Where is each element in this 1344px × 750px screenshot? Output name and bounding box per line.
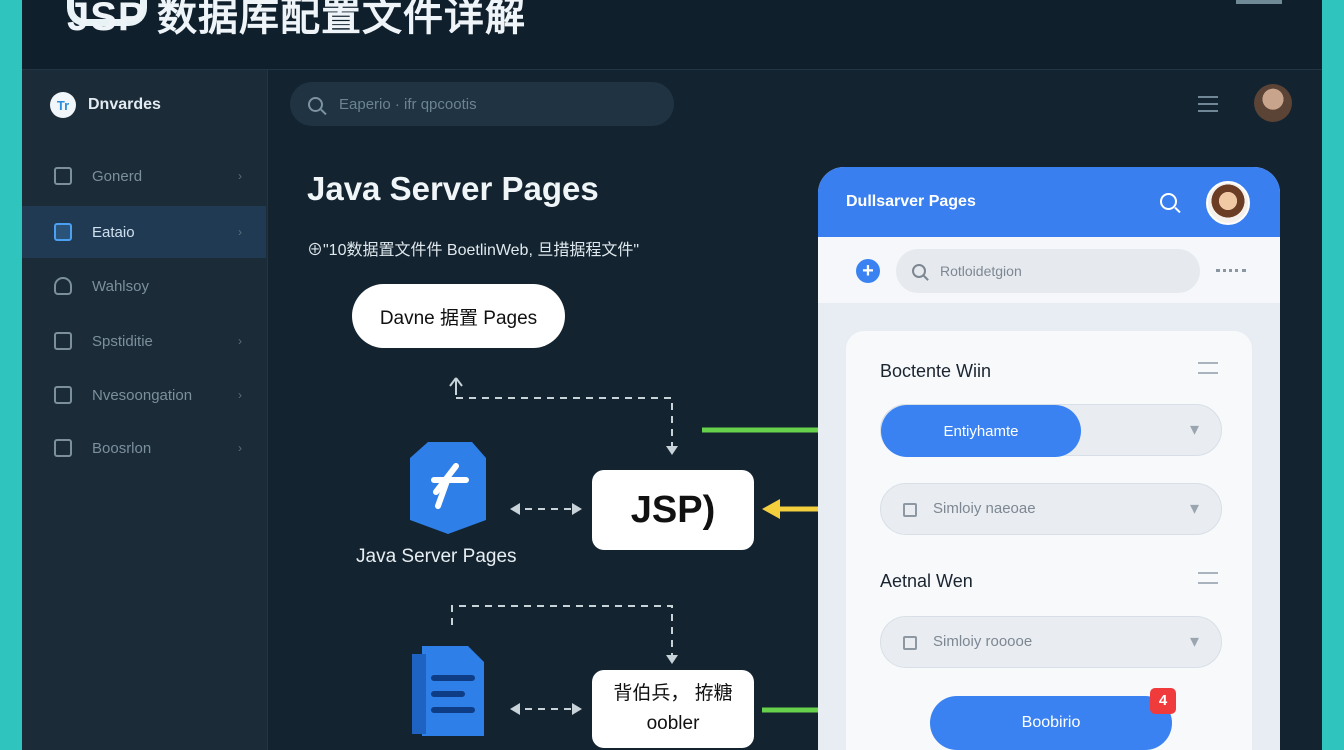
jsp-logo-label: Java Server Pages — [356, 546, 517, 567]
chevron-right-icon: › — [238, 225, 242, 239]
folder-icon — [54, 439, 72, 457]
chevron-down-icon: ▾ — [1189, 498, 1199, 518]
brand-name: Dnvardes — [88, 96, 161, 113]
chevron-down-icon: ▾ — [1189, 631, 1199, 651]
sidebar-item-gonerd[interactable]: Gonerd › — [22, 150, 266, 202]
select-label: Simloiy rooooe — [933, 633, 1033, 650]
panel-avatar[interactable] — [1206, 181, 1250, 225]
file-document-icon — [412, 646, 484, 736]
arrow-down-head-bottom — [666, 655, 678, 664]
title-banner: JSP 数据库配置文件详解 — [22, 0, 1322, 70]
avatar[interactable] — [1254, 84, 1292, 122]
sidebar-item-label: Spstiditie — [92, 332, 153, 350]
banner-title: JSP 数据库配置文件详解 — [67, 0, 526, 39]
checkbox[interactable] — [903, 503, 917, 517]
double-arrow-heads — [510, 503, 582, 515]
window-control[interactable] — [1236, 0, 1282, 4]
chevron-right-icon: › — [238, 441, 242, 455]
submit-button[interactable]: Boobirio — [930, 696, 1172, 750]
sidebar-item-label: Boosrlon — [92, 439, 152, 457]
sidebar: Tr Dnvardes Gonerd › Eataio › Wahlsoy Sp… — [22, 70, 268, 750]
arrow-down-head — [666, 446, 678, 455]
section-menu-icon[interactable] — [1198, 572, 1218, 584]
document-icon — [54, 167, 72, 185]
notification-badge: 4 — [1150, 688, 1176, 714]
settings-panel: Dullsarver Pages + Rotloidetgion Boctent… — [818, 167, 1280, 750]
select-option-2[interactable]: Simloiy naeoae ▾ — [880, 483, 1222, 535]
panel-header: Dullsarver Pages — [818, 167, 1280, 237]
panel-icon — [54, 386, 72, 404]
sidebar-item-label: Eataio — [92, 223, 135, 241]
menu-icon[interactable] — [1198, 96, 1218, 112]
diagram-node-bottom: 背伯兵， 拵糖 oobler — [592, 670, 754, 748]
checkbox[interactable] — [903, 636, 917, 650]
sidebar-item-eataio[interactable]: Eataio › — [22, 206, 266, 258]
panel-toolbar: + Rotloidetgion — [818, 237, 1280, 303]
arrow-up-connector — [449, 377, 463, 395]
bottom-node-line1: 背伯兵， 拵糖 — [613, 683, 733, 704]
brand[interactable]: Tr Dnvardes — [50, 92, 161, 118]
chevron-right-icon: › — [238, 388, 242, 402]
section-title-1: Boctente Wiin — [880, 361, 992, 381]
sidebar-item-label: Wahlsoy — [92, 277, 149, 295]
page-title: Java Server Pages — [307, 170, 599, 207]
sidebar-item-label: Nvesoongation — [92, 386, 193, 404]
search-input[interactable]: Eaperio · ifr qpcootis — [290, 82, 674, 126]
sidebar-item-label: Gonerd — [92, 167, 143, 185]
app-frame: JSP 数据库配置文件详解 Tr Dnvardes Gonerd › Eatai… — [22, 0, 1322, 750]
sidebar-item-wahlsoy[interactable]: Wahlsoy — [22, 260, 266, 312]
search-icon[interactable] — [1160, 193, 1177, 210]
sidebar-item-boosrlon[interactable]: Boosrlon › — [22, 422, 266, 474]
search-icon — [912, 264, 926, 278]
diagram-node-top: Davne 据置 Pages — [352, 284, 565, 348]
shield-icon — [54, 277, 72, 295]
section-menu-icon[interactable] — [1198, 362, 1218, 374]
bottom-node-line2: oobler — [646, 713, 700, 734]
search-placeholder: Eaperio · ifr qpcootis — [339, 95, 477, 113]
window-icon — [54, 223, 72, 241]
select-label: Simloiy naeoae — [933, 500, 1036, 517]
select-option-3[interactable]: Simloiy rooooe ▾ — [880, 616, 1222, 668]
panel-search-input[interactable]: Rotloidetgion — [896, 249, 1200, 293]
chevron-down-icon: ▾ — [1189, 419, 1199, 439]
more-options-icon[interactable] — [1216, 269, 1246, 272]
double-arrow-heads-bottom — [510, 703, 582, 715]
panel-card: Boctente Wiin Entiyhamte ▾ Simloiy naeoa… — [846, 331, 1252, 750]
jsp-logo-icon — [410, 442, 486, 534]
chevron-right-icon: › — [238, 334, 242, 348]
sliders-icon — [54, 332, 72, 350]
select-selected-fill: Entiyhamte — [881, 405, 1081, 457]
sidebar-item-spstiditie[interactable]: Spstiditie › — [22, 315, 266, 367]
brand-logo-icon: Tr — [50, 92, 76, 118]
add-button[interactable]: + — [856, 259, 880, 283]
jsp-logo-mark — [67, 0, 147, 26]
page-subtitle: ⊕"10数据置文件件 BoetlinWeb, 旦措据程文件" — [307, 242, 640, 259]
dashed-connector-top — [456, 397, 673, 455]
section-title-2: Aetnal Wen — [880, 571, 973, 591]
search-icon — [308, 96, 323, 112]
diagram-node-jsp: JSP) — [592, 470, 754, 550]
select-entiyhamte[interactable]: Entiyhamte ▾ — [880, 404, 1222, 457]
chevron-right-icon: › — [238, 169, 242, 183]
panel-search-placeholder: Rotloidetgion — [940, 263, 1022, 279]
panel-header-title: Dullsarver Pages — [846, 193, 976, 210]
sidebar-item-nvesoongation[interactable]: Nvesoongation › — [22, 369, 266, 421]
